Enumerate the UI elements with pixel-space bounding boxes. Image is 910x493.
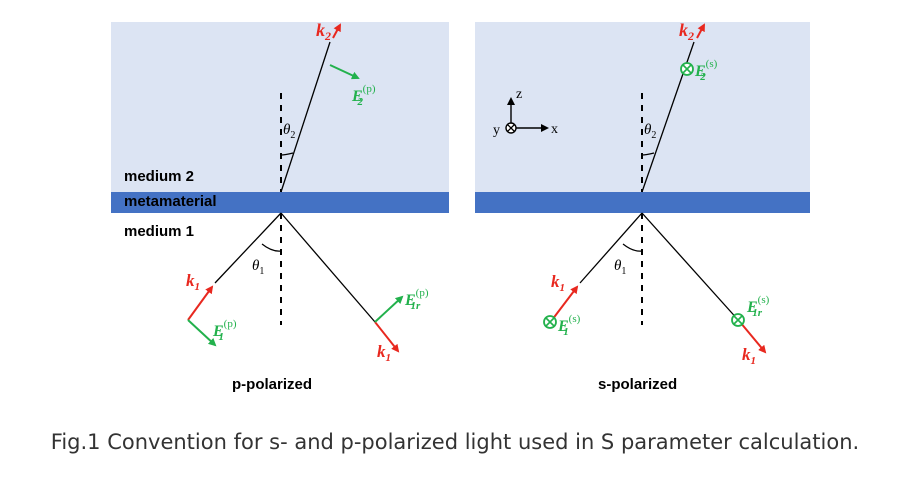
theta2-angle-arc-s	[641, 152, 655, 156]
k1-incident-arrow-s	[551, 285, 579, 321]
theta1-label: θ1	[252, 258, 264, 277]
x-axis-label: x	[551, 122, 558, 137]
E2-label-s: E(s)2	[694, 58, 718, 83]
E1-label: E(p)1	[212, 318, 237, 343]
figure-caption: Fig.1 Convention for s- and p-polarized …	[50, 430, 860, 454]
E2-label: E(p)2	[351, 83, 376, 108]
incident-ray	[214, 212, 282, 284]
label-medium1: medium 1	[124, 223, 194, 240]
k1-incident-label-s: k1	[551, 272, 565, 294]
panel-s-polarized: z x y k2 E(s)2 θ2 k1 E(s)1 θ1 k1 E(s)1r …	[475, 20, 810, 393]
k1-reflected-label-s: k1	[742, 345, 756, 367]
k1-reflected-label: k1	[377, 342, 391, 364]
k1-incident-label: k1	[186, 271, 200, 293]
reflected-ray	[280, 212, 376, 323]
theta1-angle-arc	[261, 243, 282, 252]
k1-reflected-arrow-s	[739, 321, 767, 354]
k2-arrow-s	[696, 23, 705, 39]
E2-arrow	[329, 64, 360, 80]
z-axis-label: z	[516, 87, 522, 102]
theta2-label: θ2	[283, 122, 295, 141]
theta2-angle-arc	[280, 152, 294, 156]
panel-label-p: p-polarized	[232, 376, 312, 393]
transmitted-ray	[280, 41, 331, 193]
label-metamaterial: metamaterial	[124, 193, 217, 210]
E1r-label-s: E(s)1r	[746, 294, 770, 319]
E1r-label: E(p)1r	[404, 287, 429, 312]
incident-ray-s	[579, 212, 643, 284]
k2-label-s: k2	[679, 20, 694, 43]
k1-incident-arrow	[187, 285, 214, 321]
metamaterial-layer-s	[475, 192, 810, 213]
E1-arrow	[187, 319, 217, 347]
E1-label-s: E(s)1	[557, 313, 581, 338]
metamaterial-layer	[111, 192, 449, 213]
y-axis-label: y	[493, 123, 500, 138]
k2-arrow	[332, 23, 341, 39]
panel-label-s: s-polarized	[598, 376, 677, 393]
theta1-label-s: θ1	[614, 258, 626, 277]
panel-p-polarized: medium 2 metamaterial medium 1 k2 E(p)2 …	[111, 20, 449, 393]
theta1-angle-arc-s	[622, 243, 643, 252]
E1r-arrow	[374, 295, 404, 323]
k1-reflected-arrow	[374, 321, 400, 353]
reflected-ray-s	[641, 212, 741, 323]
k2-label: k2	[316, 20, 331, 43]
coordinate-axes: z x y	[493, 87, 558, 138]
theta2-label-s: θ2	[644, 122, 656, 141]
label-medium2: medium 2	[124, 168, 194, 185]
